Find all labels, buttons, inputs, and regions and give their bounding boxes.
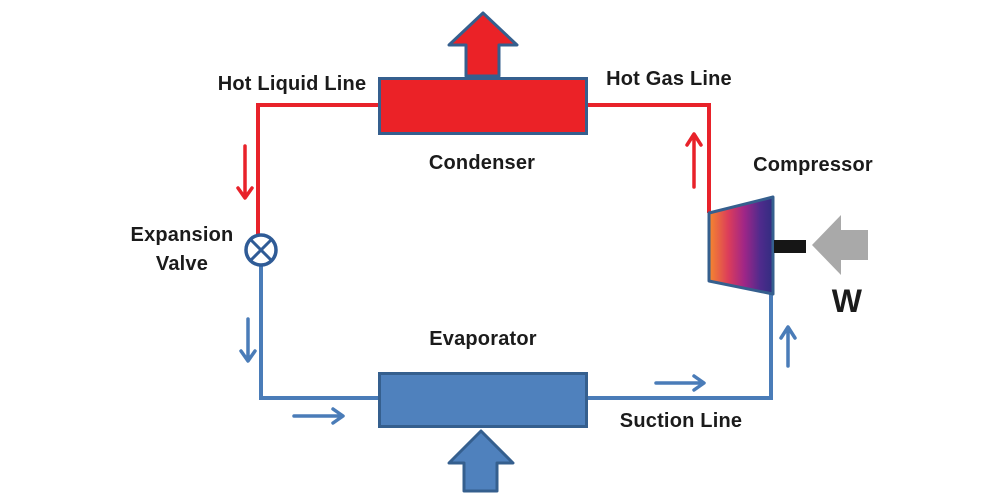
hot-gas-pipe	[588, 103, 711, 213]
work-input-label: W	[831, 283, 863, 319]
heat-out-arrow-icon	[447, 11, 519, 78]
hot-liquid-pipe	[256, 103, 378, 235]
suction-pipe	[588, 294, 773, 400]
evaporator-label: Evaporator	[429, 328, 537, 350]
flow-down-arrow-cold-liquid-icon	[239, 317, 257, 363]
expansion-valve-label-line1: Expansion	[130, 224, 234, 246]
heat-in-arrow-icon	[447, 429, 515, 493]
compressor-label: Compressor	[753, 154, 873, 176]
evaporator-block	[378, 372, 588, 428]
compressor-shaft	[774, 240, 806, 253]
flow-down-arrow-hot-liquid-icon	[236, 144, 254, 200]
expansion-valve-label: Expansion Valve	[131, 221, 234, 279]
flow-up-arrow-hot-gas-icon	[685, 132, 703, 189]
condenser-label: Condenser	[428, 152, 536, 174]
hot-liquid-line-label: Hot Liquid Line	[217, 73, 367, 95]
work-input-arrow-icon	[812, 215, 868, 275]
condenser-block	[378, 77, 588, 135]
expansion-valve-label-line2: Valve	[155, 253, 209, 275]
flow-right-arrow-suction-icon	[654, 374, 706, 392]
compressor-body	[707, 195, 775, 296]
flow-up-arrow-suction-icon	[779, 325, 797, 368]
liquid-line-pipe	[259, 265, 378, 400]
suction-line-label: Suction Line	[619, 410, 743, 432]
flow-right-arrow-evaporator-in-icon	[292, 407, 345, 425]
expansion-valve-icon	[244, 233, 278, 267]
hot-gas-line-label: Hot Gas Line	[606, 68, 732, 90]
